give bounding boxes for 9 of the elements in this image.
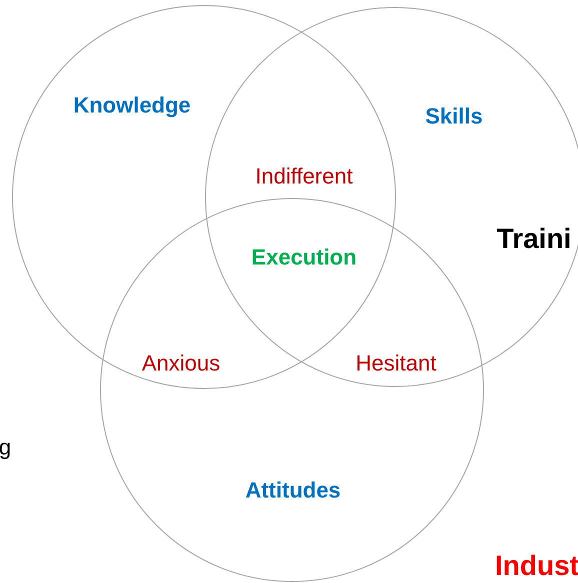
center-label: Execution [251, 244, 357, 272]
circle-label: Knowledge [73, 92, 191, 120]
overlap-label: Anxious [142, 350, 220, 378]
side-label: g [0, 434, 12, 462]
side-label: Traini [496, 222, 572, 256]
circle-label: Skills [425, 102, 483, 130]
overlap-label: Hesitant [356, 350, 436, 378]
overlap-label: Indifferent [255, 162, 353, 190]
circle-label: Attitudes [245, 476, 341, 504]
